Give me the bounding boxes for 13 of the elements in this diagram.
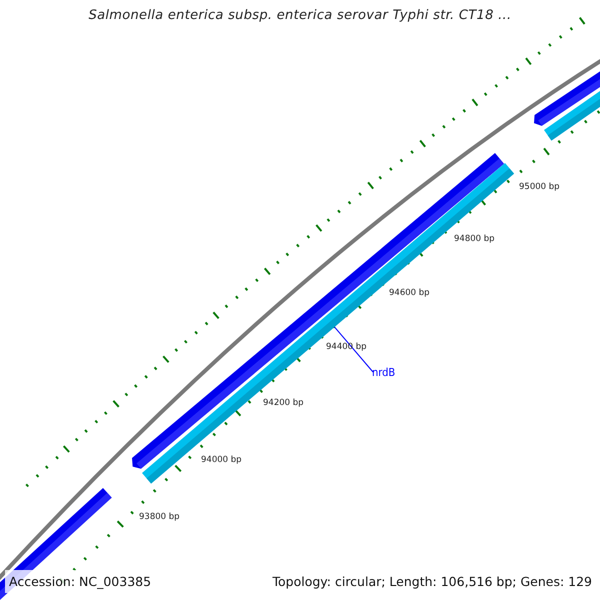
gene-label: nrdB <box>372 366 396 379</box>
leader-line <box>334 326 374 372</box>
position-label: 94000 bp <box>201 455 242 465</box>
position-label: 94600 bp <box>389 288 430 298</box>
topology-text: Topology: circular; Length: 106,516 bp; Genes: 129 <box>272 573 592 591</box>
position-label: 94400 bp <box>326 342 367 352</box>
gene-bar <box>544 90 600 140</box>
position-label: 94800 bp <box>454 234 495 244</box>
position-label: 93800 bp <box>139 512 180 522</box>
gene-bar <box>534 70 600 126</box>
position-label: 94200 bp <box>263 398 304 408</box>
position-label: 95000 bp <box>519 182 560 192</box>
map-title: Salmonella enterica subsp. enterica serovar Typhi str. CT18 ... <box>88 8 512 23</box>
